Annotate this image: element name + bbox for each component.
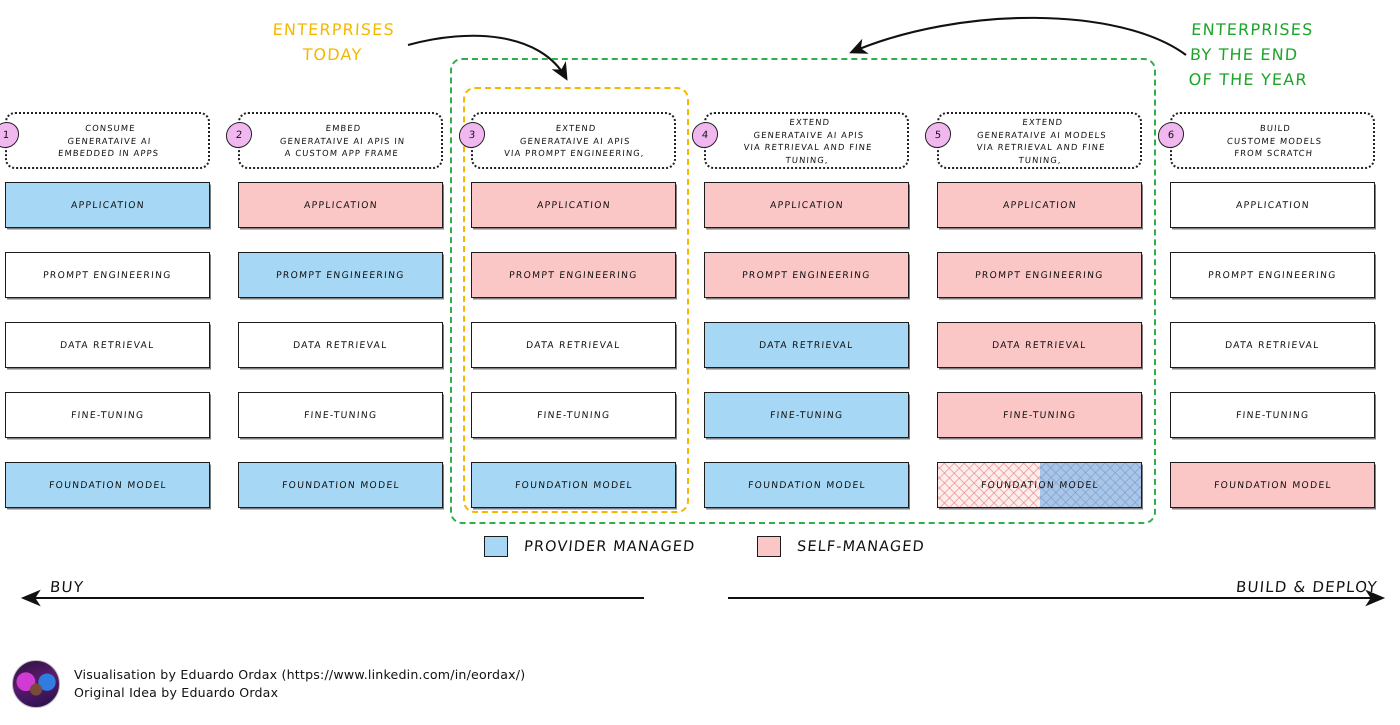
column-1[interactable]: 1 CONSUME GENERATAIVE AI EMBEDDED IN APP… xyxy=(0,112,210,508)
column-6-badge: 6 xyxy=(1157,122,1185,148)
column-5-layer-data-retrieval[interactable]: DATA RETRIEVAL xyxy=(937,322,1142,368)
column-6-title: BUILD CUSTOME MODELS FROM SCRATCH xyxy=(1226,122,1323,158)
column-2-layer-prompt-engineering[interactable]: PROMPT ENGINEERING xyxy=(238,252,443,298)
footer-line-original-idea: Original Idea by Eduardo Ordax xyxy=(74,685,279,700)
column-3-layer-data-retrieval[interactable]: DATA RETRIEVAL xyxy=(471,322,676,368)
axis-label-buy: BUY xyxy=(49,578,85,596)
column-1-layer-fine-tuning[interactable]: FINE-TUNING xyxy=(5,392,210,438)
column-3-badge: 3 xyxy=(458,122,486,148)
column-2-header[interactable]: 2 EMBED GENERATAIVE AI APIS IN A CUSTOM … xyxy=(225,112,443,169)
group-frame-today xyxy=(463,87,689,513)
column-2-badge: 2 xyxy=(225,122,253,148)
column-4[interactable]: 4 EXTEND GENERATAIVE AI APIS VIA RETRIEV… xyxy=(691,112,909,508)
column-3[interactable]: 3 EXTEND GENERATAIVE AI APIS VIA PROMPT … xyxy=(458,112,676,508)
column-6-layer-data-retrieval[interactable]: DATA RETRIEVAL xyxy=(1170,322,1375,368)
column-5-title: EXTEND GENERATAIVE AI MODELS VIA RETRIEV… xyxy=(976,116,1108,165)
column-2-layer-application[interactable]: APPLICATION xyxy=(238,182,443,228)
axis-label-build-deploy: BUILD & DEPLOY xyxy=(1235,578,1379,596)
column-1-layer-foundation-model[interactable]: FOUNDATION MODEL xyxy=(5,462,210,508)
column-6-layer-prompt-engineering[interactable]: PROMPT ENGINEERING xyxy=(1170,252,1375,298)
legend-item-provider-managed: PROVIDER MANAGED xyxy=(484,536,696,557)
legend-item-self-managed: SELF-MANAGED xyxy=(757,536,926,557)
annotation-enterprises-end-of-year: ENTERPRISES BY THE END OF THE YEAR xyxy=(1188,20,1314,89)
column-5-layer-fine-tuning[interactable]: FINE-TUNING xyxy=(937,392,1142,438)
column-3-layer-prompt-engineering[interactable]: PROMPT ENGINEERING xyxy=(471,252,676,298)
column-1-layer-prompt-engineering[interactable]: PROMPT ENGINEERING xyxy=(5,252,210,298)
column-2-layer-data-retrieval[interactable]: DATA RETRIEVAL xyxy=(238,322,443,368)
arrow-end-of-year xyxy=(849,16,1187,56)
column-1-layer-data-retrieval[interactable]: DATA RETRIEVAL xyxy=(5,322,210,368)
column-4-title: EXTEND GENERATAIVE AI APIS VIA RETRIEVAL… xyxy=(743,116,873,165)
legend: PROVIDER MANAGED SELF-MANAGED xyxy=(484,536,926,557)
column-1-layer-application[interactable]: APPLICATION xyxy=(5,182,210,228)
column-5-header[interactable]: 5 EXTEND GENERATAIVE AI MODELS VIA RETRI… xyxy=(924,112,1142,169)
group-frame-end-of-year xyxy=(450,58,1156,524)
column-3-layer-fine-tuning[interactable]: FINE-TUNING xyxy=(471,392,676,438)
footer-attribution: Visualisation by Eduardo Ordax (https://… xyxy=(12,660,525,708)
column-5[interactable]: 5 EXTEND GENERATAIVE AI MODELS VIA RETRI… xyxy=(924,112,1142,508)
column-5-layer-application[interactable]: APPLICATION xyxy=(937,182,1142,228)
column-4-layer-foundation-model[interactable]: FOUNDATION MODEL xyxy=(704,462,909,508)
column-5-layer-prompt-engineering[interactable]: PROMPT ENGINEERING xyxy=(937,252,1142,298)
column-5-layer-foundation-model[interactable]: FOUNDATION MODEL xyxy=(937,462,1142,508)
column-6-header[interactable]: 6 BUILD CUSTOME MODELS FROM SCRATCH xyxy=(1157,112,1375,169)
column-3-title: EXTEND GENERATAIVE AI APIS VIA PROMPT EN… xyxy=(504,122,646,158)
column-1-header[interactable]: 1 CONSUME GENERATAIVE AI EMBEDDED IN APP… xyxy=(0,112,210,169)
avatar xyxy=(12,660,60,708)
column-4-layer-application[interactable]: APPLICATION xyxy=(704,182,909,228)
column-6-layer-foundation-model[interactable]: FOUNDATION MODEL xyxy=(1170,462,1375,508)
column-1-badge: 1 xyxy=(0,122,20,148)
column-4-header[interactable]: 4 EXTEND GENERATAIVE AI APIS VIA RETRIEV… xyxy=(691,112,909,169)
column-2-layer-foundation-model[interactable]: FOUNDATION MODEL xyxy=(238,462,443,508)
legend-label-self-managed: SELF-MANAGED xyxy=(796,538,926,555)
column-3-header[interactable]: 3 EXTEND GENERATAIVE AI APIS VIA PROMPT … xyxy=(458,112,676,169)
column-4-layer-data-retrieval[interactable]: DATA RETRIEVAL xyxy=(704,322,909,368)
legend-label-provider-managed: PROVIDER MANAGED xyxy=(523,538,696,555)
legend-swatch-provider-managed xyxy=(484,536,508,557)
column-6-layer-application[interactable]: APPLICATION xyxy=(1170,182,1375,228)
column-4-layer-prompt-engineering[interactable]: PROMPT ENGINEERING xyxy=(704,252,909,298)
column-6-layer-fine-tuning[interactable]: FINE-TUNING xyxy=(1170,392,1375,438)
column-2-title: EMBED GENERATAIVE AI APIS IN A CUSTOM AP… xyxy=(279,122,406,158)
column-3-layer-application[interactable]: APPLICATION xyxy=(471,182,676,228)
column-3-layer-foundation-model[interactable]: FOUNDATION MODEL xyxy=(471,462,676,508)
legend-swatch-self-managed xyxy=(757,536,782,557)
column-2[interactable]: 2 EMBED GENERATAIVE AI APIS IN A CUSTOM … xyxy=(225,112,443,508)
annotation-enterprises-today: ENTERPRISES TODAY xyxy=(272,20,396,64)
column-6[interactable]: 6 BUILD CUSTOME MODELS FROM SCRATCH APPL… xyxy=(1157,112,1375,508)
column-4-layer-fine-tuning[interactable]: FINE-TUNING xyxy=(704,392,909,438)
column-2-layer-fine-tuning[interactable]: FINE-TUNING xyxy=(238,392,443,438)
column-1-title: CONSUME GENERATAIVE AI EMBEDDED IN APPS xyxy=(57,122,160,158)
footer-line-visualisation: Visualisation by Eduardo Ordax (https://… xyxy=(74,667,526,682)
